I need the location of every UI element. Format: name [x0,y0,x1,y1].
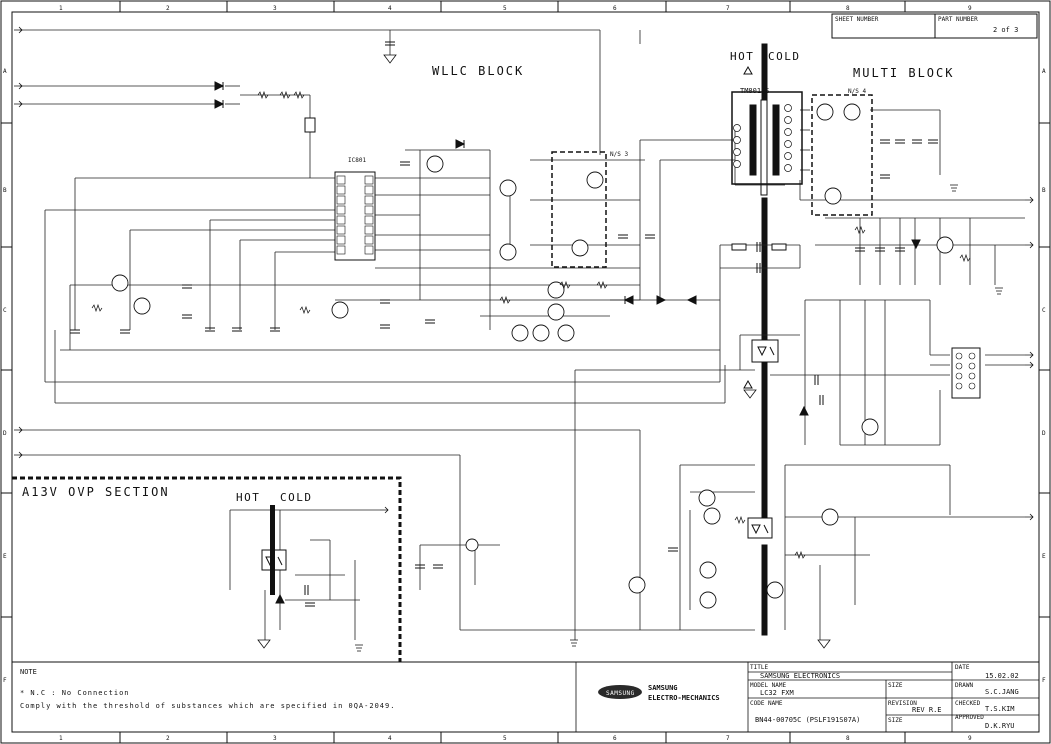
row-label: C [1042,307,1046,314]
warning-icon [743,379,753,389]
approved-label: APPROVED [955,714,984,721]
ground-symbols [257,54,1003,652]
col-label: 4 [388,5,392,12]
ovp-hot-label: HOT [236,491,260,504]
size-label-2: SIZE [888,717,903,724]
col-label: 2 [166,5,170,12]
row-label: E [1042,553,1046,560]
rev-label: REVISION [888,700,917,707]
col-label: 7 [726,5,730,12]
ns3-label: N/S 3 [610,151,628,158]
transformer-label: TM801CS [740,87,770,95]
row-label: E [3,553,7,560]
col-label: 1 [59,735,63,742]
company-line-1: SAMSUNG [648,684,678,692]
row-label: C [3,307,7,314]
sheet-number-value: 2 of 3 [993,26,1018,34]
row-label: D [1042,430,1046,437]
code-value: BN44-00705C (PSLF191S07A) [755,716,860,724]
date-label: DATE [955,664,970,671]
row-label: B [3,187,7,194]
col-label: 3 [273,5,277,12]
drawn-label: DRAWN [955,682,973,689]
dashed-regions [12,94,873,662]
drawn-value: S.C.JANG [985,688,1019,696]
hot-label: HOT [730,50,754,63]
row-label: B [1042,187,1046,194]
date-value: 15.02.02 [985,672,1019,680]
diodes [214,81,921,604]
row-label: A [3,68,7,75]
owner-label: TITLE [750,664,768,671]
col-label: 6 [613,5,617,12]
col-label: 8 [846,735,850,742]
note-line-2: Comply with the threshold of substances … [20,702,395,710]
row-label: F [3,677,7,684]
grid-column-labels: 1 2 3 4 5 6 7 8 9 1 2 3 4 5 6 7 8 9 [59,1,972,743]
col-label: 3 [273,735,277,742]
col-label: 5 [503,735,507,742]
notes-area: NOTE * N.C : No Connection Comply with t… [12,661,1039,710]
transformer-tm801 [731,91,803,185]
col-label: 8 [846,5,850,12]
title-block-text: TITLE SAMSUNG ELECTRONICS MODEL NAME LC3… [750,664,1019,730]
resistors [91,90,971,560]
multi-block-label: MULTI BLOCK [853,66,954,80]
ovp-section-label: A13V OVP SECTION [22,485,170,499]
col-label: 4 [388,735,392,742]
row-label: F [1042,677,1046,684]
owner-value: SAMSUNG ELECTRONICS [760,672,840,680]
logo-text: SAMSUNG [606,690,635,697]
checked-value: T.S.KIM [985,705,1015,713]
ovp-cold-label: COLD [280,491,313,504]
grid-row-labels: A B C D E F A B C D E F [1,68,1050,684]
ic801-chip [334,171,376,261]
model-label: MODEL NAME [750,682,787,689]
wires [20,29,1025,640]
rev-value: REV R.E [912,706,942,714]
title-block [575,661,1040,733]
col-label: 5 [503,5,507,12]
warning-icon [743,65,753,75]
samsung-logo: SAMSUNG SAMSUNG ELECTRO-MECHANICS [598,684,720,702]
ic-label: IC801 [348,157,366,164]
col-label: 7 [726,735,730,742]
transistors [111,103,954,609]
size-label: SIZE [888,682,903,689]
code-label: CODE NAME [750,700,783,707]
col-label: 9 [968,5,972,12]
col-label: 1 [59,5,63,12]
header-box: SHEET NUMBER PART NUMBER 2 of 3 [831,13,1038,39]
col-label: 2 [166,735,170,742]
ovp-isolation-bar [270,505,275,595]
col-label: 9 [968,735,972,742]
connectors [304,117,981,399]
capacitors [70,41,938,607]
row-label: A [1042,68,1046,75]
col-label: 6 [613,735,617,742]
note-title: NOTE [20,668,37,676]
checked-label: CHECKED [955,700,981,707]
approved-value: D.K.RYU [985,722,1015,730]
part-number-label: PART NUMBER [938,16,978,23]
ns4-label: N/S 4 [848,88,866,95]
company-line-2: ELECTRO-MECHANICS [648,694,720,702]
wllc-block-label: WLLC BLOCK [432,64,524,78]
port-arrows [14,26,1034,521]
sheet-number-label: SHEET NUMBER [835,16,879,23]
model-value: LC32 FXM [760,689,794,697]
cold-label: COLD [768,50,801,63]
note-line-1: * N.C : No Connection [20,689,130,697]
row-label: D [3,430,7,437]
